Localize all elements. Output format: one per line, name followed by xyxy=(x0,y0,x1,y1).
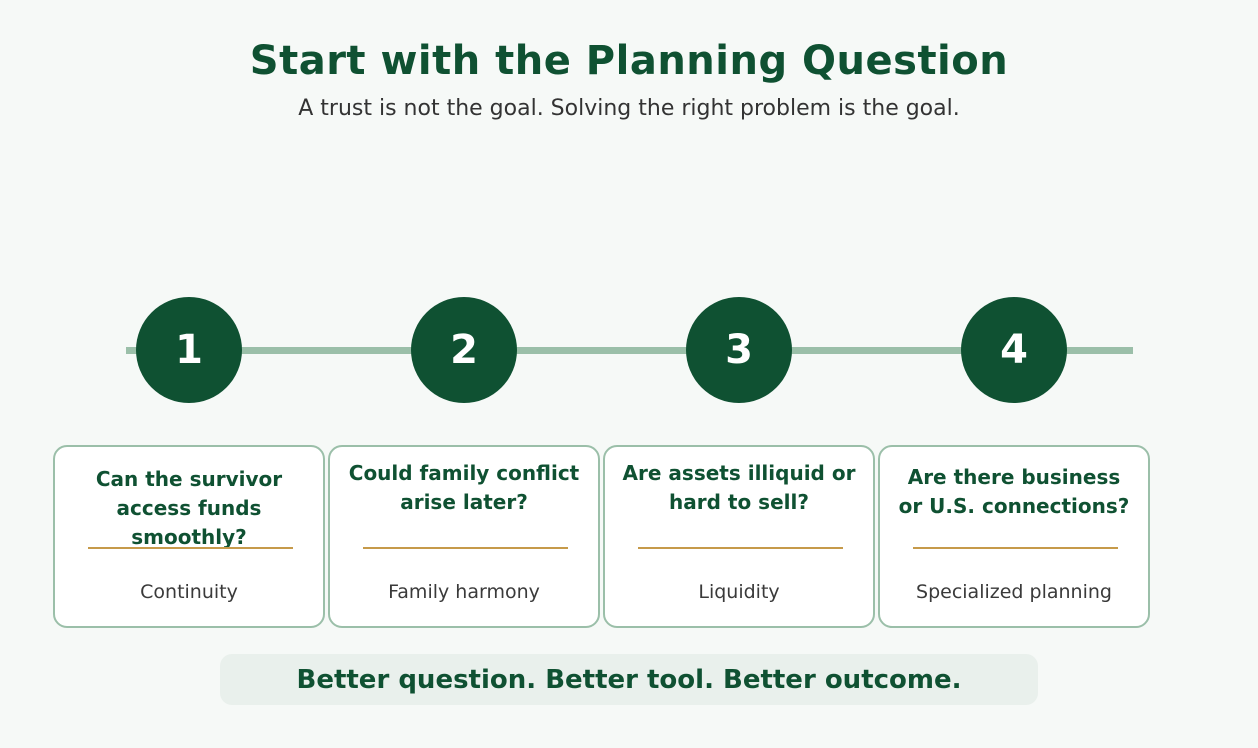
card-divider xyxy=(88,547,293,549)
step-question: Could family conflict arise later? xyxy=(348,461,580,514)
step-question: Are assets illiquid or hard to sell? xyxy=(622,461,856,514)
step-circle-4: 4 xyxy=(961,297,1067,403)
card-divider xyxy=(913,547,1118,549)
step-circle-3: 3 xyxy=(686,297,792,403)
page-subtitle: A trust is not the goal. Solving the rig… xyxy=(298,96,960,121)
page-title: Start with the Planning Question xyxy=(249,38,1009,84)
step-card-4: Are there business or U.S. connections? … xyxy=(878,445,1150,628)
card-divider xyxy=(638,547,843,549)
step-card-1: Can the survivor access funds smoothly? … xyxy=(53,445,325,628)
step-label: Family harmony xyxy=(388,581,540,603)
step-question: Can the survivor access funds smoothly? xyxy=(95,467,283,549)
step-label: Specialized planning xyxy=(916,581,1112,603)
step-circle-1: 1 xyxy=(136,297,242,403)
timeline-line xyxy=(126,347,1133,354)
step-label: Continuity xyxy=(140,581,238,603)
step-card-2: Could family conflict arise later? Famil… xyxy=(328,445,600,628)
step-question: Are there business or U.S. connections? xyxy=(898,465,1130,518)
card-divider xyxy=(363,547,568,549)
footer-banner: Better question. Better tool. Better out… xyxy=(220,654,1038,705)
step-circle-2: 2 xyxy=(411,297,517,403)
step-card-3: Are assets illiquid or hard to sell? Liq… xyxy=(603,445,875,628)
step-label: Liquidity xyxy=(698,581,780,603)
